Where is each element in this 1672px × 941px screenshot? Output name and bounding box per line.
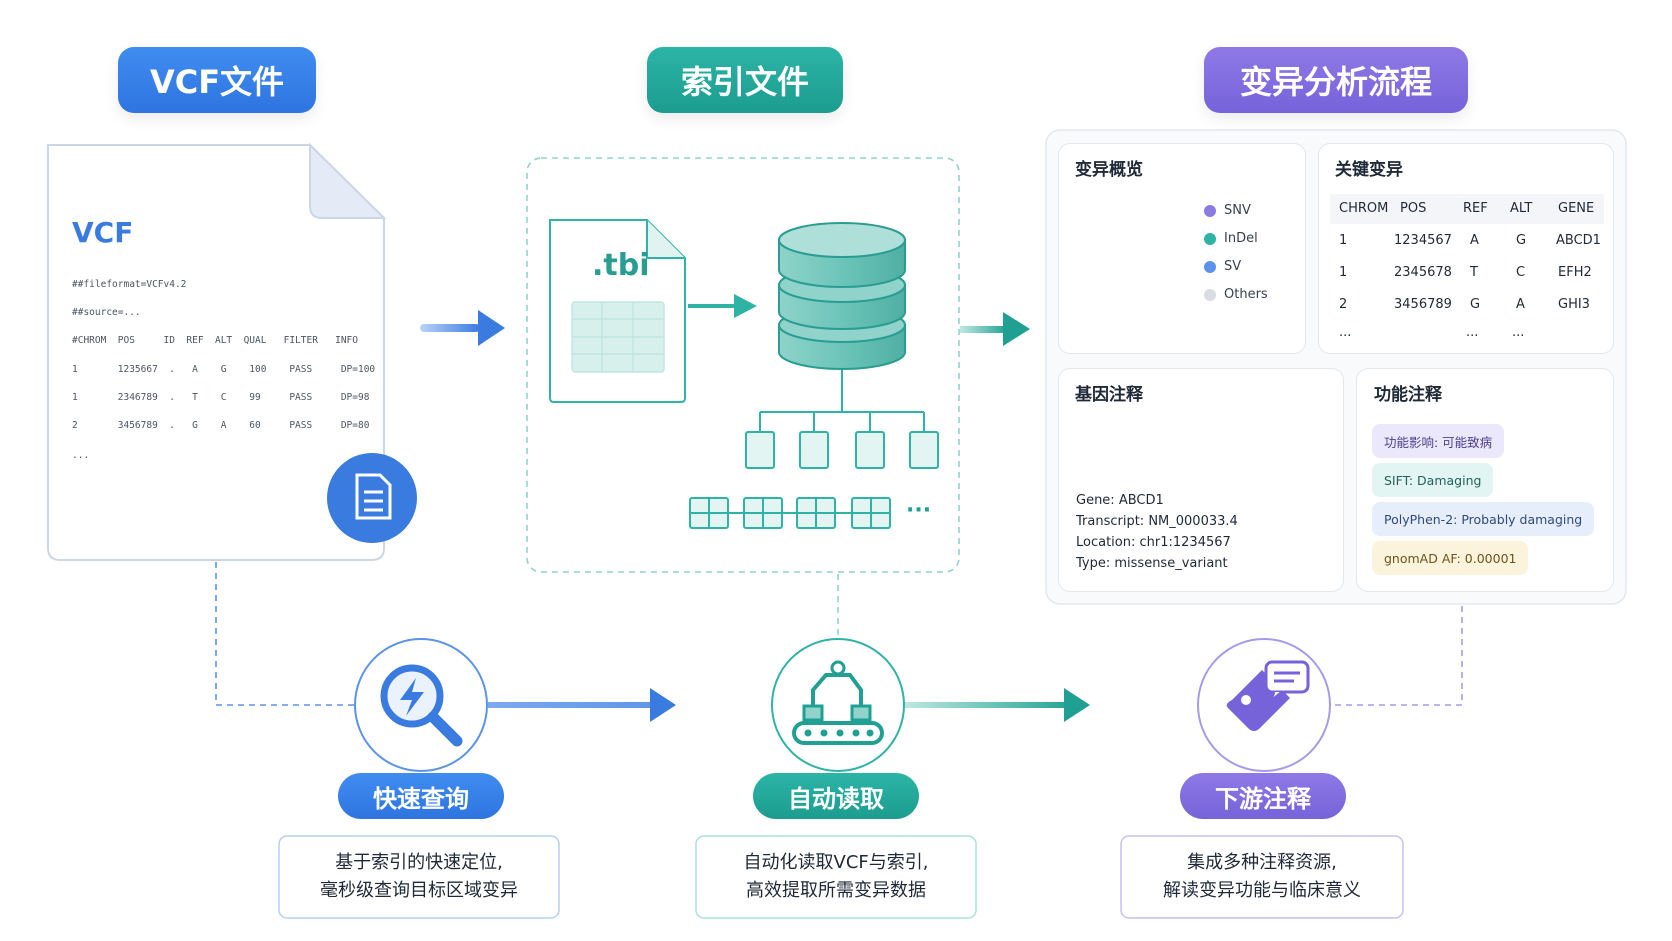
tbi-file-icon — [549, 219, 686, 403]
desc-line: 毫秒级查询目标区域变异 — [320, 880, 518, 901]
table-cell: 1 — [1339, 233, 1348, 248]
gene-info-line: Type: missense_variant — [1076, 556, 1228, 571]
step-downstream-annotation-desc: 集成多种注释资源, 解读变异功能与临床意义 — [1122, 837, 1402, 917]
index-tree — [689, 370, 939, 529]
title-pipeline: 变异分析流程 — [1204, 47, 1468, 113]
arrow-query-to-read — [488, 688, 676, 722]
search-lightning-icon — [354, 638, 488, 772]
arrow-tbi-to-db — [688, 294, 757, 318]
title-index-file: 索引文件 — [647, 47, 843, 113]
table-cell: 3456789 — [1394, 297, 1452, 312]
functional-annotation-title: 功能注释 — [1374, 385, 1442, 405]
tag-gnomad: gnomAD AF: 0.00001 — [1372, 541, 1529, 575]
table-cell: GHI3 — [1558, 297, 1590, 312]
legend-snv: SNV — [1204, 203, 1251, 218]
title-vcf-file: VCF文件 — [118, 47, 316, 113]
step-quick-query-desc: 基于索引的快速定位, 毫秒级查询目标区域变异 — [280, 837, 558, 917]
overview-card — [1058, 143, 1306, 354]
table-header: ALT — [1510, 201, 1533, 216]
desc-line: 解读变异功能与临床意义 — [1163, 880, 1361, 901]
desc-line: 集成多种注释资源, — [1187, 852, 1337, 873]
legend-sv: SV — [1204, 259, 1241, 274]
gene-info-line: Transcript: NM_000033.4 — [1076, 514, 1238, 529]
table-ellipsis: ... — [1512, 325, 1525, 340]
step-auto-read: 自动读取 — [753, 773, 919, 819]
vcf-line: ##fileformat=VCFv4.2 — [72, 279, 187, 290]
tag-functional-impact: 功能影响: 可能致病 — [1372, 424, 1505, 458]
table-cell: 1234567 — [1394, 233, 1452, 248]
desc-line: 自动化读取VCF与索引, — [743, 852, 929, 873]
gene-annotation-card — [1058, 368, 1344, 592]
table-header-bg — [1330, 194, 1604, 224]
key-variants-title: 关键变异 — [1335, 160, 1403, 180]
gene-info-line: Location: chr1:1234567 — [1076, 535, 1231, 550]
robot-arm-icon — [771, 638, 905, 772]
gene-annotation-title: 基因注释 — [1075, 385, 1143, 405]
arrow-vcf-to-index — [420, 310, 505, 346]
vcf-record: 1 1235667 . A G 100 PASS DP=100 — [72, 364, 376, 375]
table-cell: G — [1470, 297, 1481, 312]
table-ellipsis: ... — [1339, 325, 1352, 340]
table-cell: A — [1516, 297, 1525, 312]
vcf-ellipsis: ... — [72, 450, 90, 461]
desc-line: 基于索引的快速定位, — [335, 852, 503, 873]
table-ellipsis: ... — [1466, 325, 1479, 340]
table-cell: C — [1516, 265, 1526, 280]
tbi-label: .tbi — [592, 248, 650, 283]
legend-others: Others — [1204, 287, 1268, 302]
table-cell: 2 — [1339, 297, 1348, 312]
tag-polyphen: PolyPhen-2: Probably damaging — [1372, 502, 1595, 536]
index-more-ellipsis: ··· — [906, 498, 932, 523]
vcf-header-line: #CHROM POS ID REF ALT QUAL FILTER INFO — [72, 335, 358, 346]
overview-title: 变异概览 — [1075, 160, 1143, 180]
desc-line: 高效提取所需变异数据 — [746, 880, 926, 901]
arrow-read-to-annotate — [902, 688, 1090, 722]
document-icon — [327, 453, 417, 543]
tag-sift: SIFT: Damaging — [1372, 463, 1494, 497]
table-cell: G — [1516, 233, 1527, 248]
step-downstream-annotation: 下游注释 — [1180, 773, 1346, 819]
vcf-record: 2 3456789 . G A 60 PASS DP=80 — [72, 420, 370, 431]
table-header: POS — [1400, 201, 1427, 216]
key-variants-card — [1318, 143, 1614, 354]
table-cell: 1 — [1339, 265, 1348, 280]
table-cell: ABCD1 — [1556, 233, 1601, 248]
tag-comment-icon — [1197, 638, 1331, 772]
table-header: REF — [1463, 201, 1488, 216]
step-auto-read-desc: 自动化读取VCF与索引, 高效提取所需变异数据 — [697, 837, 975, 917]
table-cell: A — [1470, 233, 1479, 248]
vcf-line: ##source=... — [72, 307, 141, 318]
table-cell: EFH2 — [1558, 265, 1592, 280]
vcf-heading: VCF — [72, 216, 134, 249]
legend-indel: InDel — [1204, 231, 1258, 246]
step-quick-query: 快速查询 — [338, 773, 504, 819]
gene-info-line: Gene: ABCD1 — [1076, 493, 1164, 508]
database-icon — [778, 222, 906, 370]
vcf-record: 1 2346789 . T C 99 PASS DP=98 — [72, 392, 370, 403]
table-header: CHROM — [1339, 201, 1389, 216]
arrow-index-to-pipeline — [960, 312, 1030, 346]
flow-connectors — [215, 562, 1463, 706]
table-header: GENE — [1558, 201, 1595, 216]
vcf-document — [47, 142, 387, 561]
table-cell: T — [1470, 265, 1478, 280]
table-cell: 2345678 — [1394, 265, 1452, 280]
